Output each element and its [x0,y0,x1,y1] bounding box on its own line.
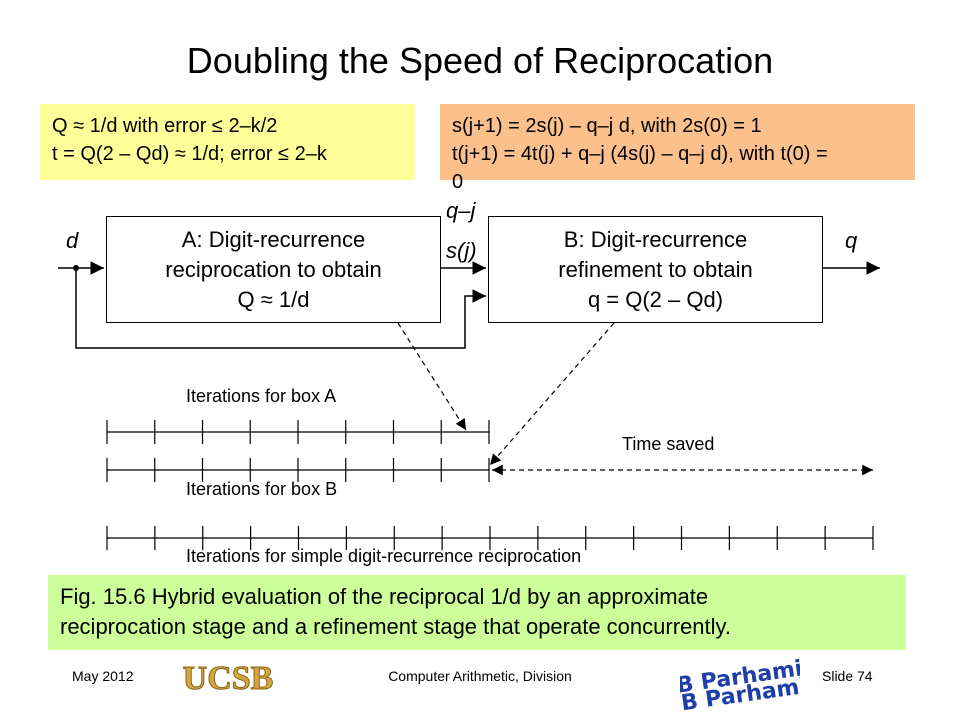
note-right-line-1: s(j+1) = 2s(j) – q–j d, with 2s(0) = 1 [452,115,762,137]
box-b-refinement: B: Digit-recurrence refinement to obtain… [488,216,823,323]
caption-line-2: reciprocation stage and a refinement sta… [60,614,731,639]
residual-label: s(j) [446,238,477,263]
footer-course: Computer Arithmetic, Division [388,668,572,684]
box-b-line-3: q = Q(2 – Qd) [587,286,724,312]
timeline-a-label: Iterations for box A [186,386,337,406]
timeline-box-a [106,420,490,444]
box-b-line-1: B: Digit-recurrence [563,226,748,252]
ucsb-logo: UCSB [182,660,274,698]
note-left-line-1: Q ≈ 1/d with error ≤ 2–k/2 [52,115,278,137]
author-logo: B Parhami B Parhami [680,656,800,712]
note-left-line-2: t = Q(2 – Qd) ≈ 1/d; error ≤ 2–k [52,143,327,165]
figure-caption: Fig. 15.6 Hybrid evaluation of the recip… [48,575,906,650]
output-q-label: q [845,228,858,253]
digit-label: q–j [446,198,476,223]
note-right-line-2: t(j+1) = 4t(j) + q–j (4s(j) – q–j d), wi… [452,143,828,165]
box-a-reciprocation: A: Digit-recurrence reciprocation to obt… [106,216,441,323]
box-b-line-2: refinement to obtain [558,256,753,282]
slide-title: Doubling the Speed of Reciprocation [186,40,774,81]
box-b-pointer [489,322,615,466]
note-right-line-3: 0 [452,171,464,193]
timeline-simple [106,526,874,550]
box-a-line-1: A: Digit-recurrence [181,226,366,252]
box-a-line-2: reciprocation to obtain [165,256,382,282]
error-bound-note: Q ≈ 1/d with error ≤ 2–k/2 t = Q(2 – Qd)… [40,104,415,180]
timeline-b-label: Iterations for box B [186,479,338,499]
timeline-simple-label: Iterations for simple digit-recurrence r… [186,546,582,566]
input-d-label: d [66,228,79,253]
recurrence-note: s(j+1) = 2s(j) – q–j d, with 2s(0) = 1 t… [440,104,915,193]
caption-line-1: Fig. 15.6 Hybrid evaluation of the recip… [60,584,709,609]
svg-text:UCSB: UCSB [183,660,274,697]
box-a-pointer [397,322,467,431]
footer-date: May 2012 [72,668,134,684]
time-saved-label: Time saved [622,434,715,454]
footer-slide: Slide 74 [822,668,873,684]
timeline-box-b [106,458,490,482]
d-to-box-b-path [75,268,486,349]
box-a-line-3: Q ≈ 1/d [237,286,310,312]
